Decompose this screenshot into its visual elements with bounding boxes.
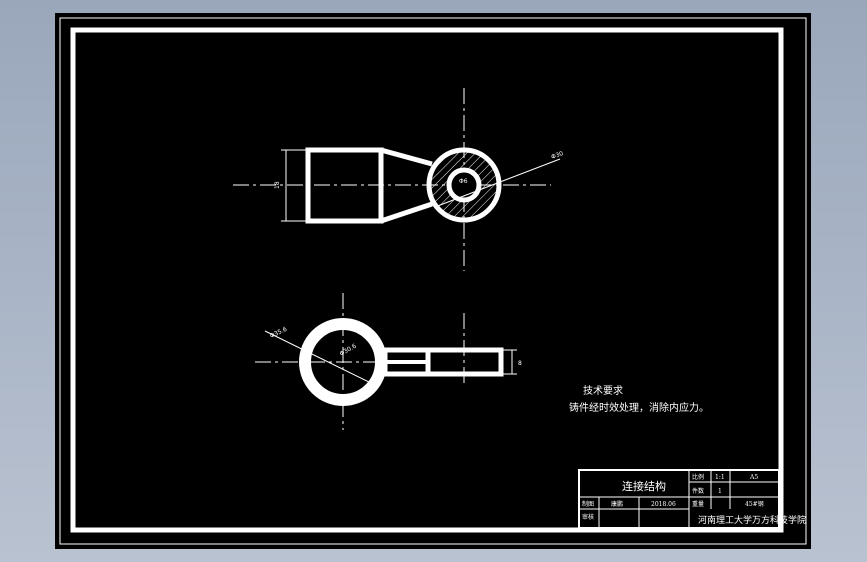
front-view[interactable]: 18 Φ30 Φ6 — [233, 88, 564, 271]
tb-part-title: 连接结构 — [622, 479, 666, 493]
tb-label-ratio: 比例 — [692, 473, 704, 481]
tb-value-count: 1 — [718, 488, 722, 495]
plan-dim-thickness-text: 8 — [518, 360, 522, 367]
dim-outer-diameter-text: Φ30 — [550, 150, 564, 161]
tb-value-drawing-no: A5 — [749, 474, 758, 481]
tb-value-date: 2018.06 — [651, 501, 676, 508]
plan-dim-outer-leader — [264, 330, 376, 386]
tb-label-weight: 重量 — [692, 500, 704, 508]
tb-school-name: 河南理工大学万方科技学院 — [698, 514, 806, 526]
tb-label-count: 件数 — [692, 487, 704, 495]
dim-height-text: 18 — [274, 181, 281, 189]
plan-dim-inner-text: Φ30.6 — [339, 343, 358, 358]
tb-value-drafter: 康鹏 — [611, 500, 623, 508]
plan-view[interactable]: 8 Φ35.6 Φ30.6 — [255, 293, 522, 430]
notes-body: 铸件经时效处理，消除内应力。 — [569, 401, 709, 414]
cad-viewport[interactable]: 18 Φ30 Φ6 8 Φ35.6 Φ30.6 技术要求 铸件经时效处理，消除内… — [55, 13, 811, 549]
tb-label-checker: 审核 — [582, 513, 594, 521]
tb-value-ratio: 1:1 — [715, 474, 725, 481]
plan-ring — [299, 318, 387, 406]
title-block: 连接结构 比例 1:1 A5 件数 1 重量 45#钢 制图 康鹏 2018.0… — [578, 469, 806, 529]
notes-heading: 技术要求 — [583, 384, 623, 397]
block-body — [305, 147, 384, 224]
arm-lower-edge — [380, 201, 433, 224]
outer-sheet-border — [59, 17, 807, 545]
arm-upper-edge — [380, 147, 433, 167]
inner-drawing-frame — [70, 27, 784, 533]
dim-outer-diameter-leader — [434, 158, 561, 208]
tb-value-material: 45#钢 — [745, 500, 764, 508]
title-block-frame — [578, 469, 780, 529]
dim-inner-diameter-text: Φ6 — [459, 178, 468, 185]
tb-label-drafter: 制图 — [582, 500, 594, 508]
